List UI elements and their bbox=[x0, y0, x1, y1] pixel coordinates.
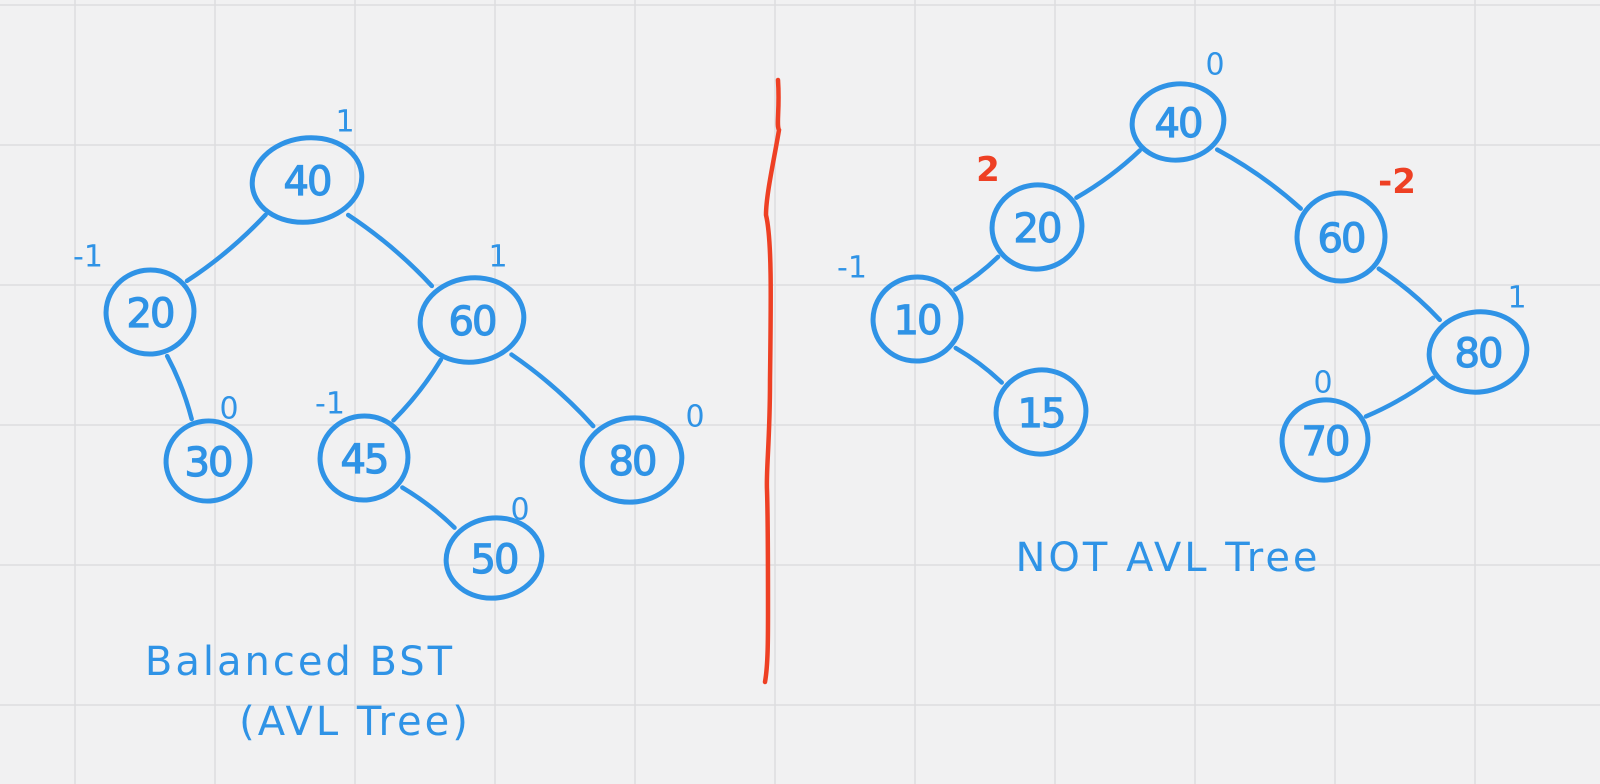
left-node-60-balance-factor: 1 bbox=[488, 240, 507, 275]
right-edge-m40-m20 bbox=[1074, 148, 1142, 200]
right-node-10: 10 -1 bbox=[837, 251, 964, 364]
right-node-20-circle bbox=[989, 182, 1085, 272]
left-node-60-label: 60 bbox=[449, 299, 496, 345]
right-node-60-label: 60 bbox=[1318, 216, 1365, 262]
left-node-80: 80 0 bbox=[579, 400, 705, 505]
right-node-60: 60 -2 bbox=[1294, 162, 1416, 284]
left-node-20: 20 -1 bbox=[73, 240, 197, 357]
left-node-80-circle bbox=[579, 415, 685, 505]
right-node-20-label: 20 bbox=[1014, 206, 1061, 252]
left-node-20-circle bbox=[103, 267, 197, 357]
right-node-80: 801 bbox=[1426, 281, 1530, 395]
left-node-50: 500 bbox=[443, 493, 545, 601]
left-edge-n40-n20 bbox=[184, 212, 268, 284]
right-node-10-circle bbox=[870, 274, 964, 364]
left-node-40-circle bbox=[249, 135, 365, 225]
left-node-30-circle bbox=[163, 418, 253, 504]
right-edge-m60-m80 bbox=[1376, 266, 1442, 323]
right-node-70-circle bbox=[1279, 397, 1371, 483]
right-node-40-balance-factor: 0 bbox=[1205, 48, 1224, 83]
right-node-40-label: 40 bbox=[1155, 101, 1202, 147]
right-node-15: 15 bbox=[993, 367, 1089, 457]
right-caption: NOT AVL Tree bbox=[1015, 535, 1320, 581]
right-node-20-balance-factor: 2 bbox=[976, 150, 1000, 190]
left-node-30: 300 bbox=[163, 392, 253, 504]
left-node-60: 60 1 bbox=[417, 240, 527, 365]
right-node-40: 400 bbox=[1129, 48, 1227, 163]
left-node-80-label: 80 bbox=[609, 439, 656, 485]
right-node-80-label: 80 bbox=[1455, 331, 1502, 377]
right-node-10-balance-factor: -1 bbox=[837, 251, 867, 286]
right-node-15-label: 15 bbox=[1018, 391, 1065, 437]
left-node-20-label: 20 bbox=[127, 291, 174, 337]
left-node-30-balance-factor: 0 bbox=[219, 392, 238, 427]
left-caption-line-2: (AVL Tree) bbox=[239, 699, 471, 745]
left-edge-n60-n45 bbox=[391, 357, 444, 423]
left-edge-n45-n50 bbox=[400, 485, 457, 530]
left-caption-line-1: Balanced BST bbox=[145, 639, 455, 685]
left-node-80-balance-factor: 0 bbox=[685, 400, 704, 435]
left-edge-n60-n80 bbox=[509, 352, 596, 429]
right-node-40-circle bbox=[1129, 81, 1227, 163]
left-tree-edges bbox=[164, 212, 596, 530]
left-node-45-balance-factor: -1 bbox=[315, 387, 345, 422]
left-node-40-label: 40 bbox=[284, 159, 331, 205]
left-edge-n20-n30 bbox=[164, 353, 194, 422]
right-edge-m80-m70 bbox=[1363, 375, 1436, 419]
right-node-80-circle bbox=[1426, 309, 1530, 395]
left-node-50-label: 50 bbox=[471, 537, 518, 583]
left-node-40: 401 bbox=[249, 105, 365, 225]
right-edge-m10-m15 bbox=[953, 345, 1004, 385]
left-node-45-label: 45 bbox=[341, 437, 388, 483]
right-node-10-label: 10 bbox=[894, 298, 941, 344]
right-node-70: 70 0 bbox=[1279, 366, 1371, 483]
left-node-50-balance-factor: 0 bbox=[510, 493, 529, 528]
left-node-60-circle bbox=[417, 275, 527, 365]
right-tree-edges bbox=[953, 147, 1442, 419]
left-node-45-circle bbox=[317, 413, 411, 503]
right-edge-m40-m60 bbox=[1214, 147, 1303, 211]
right-node-80-balance-factor: 1 bbox=[1507, 281, 1526, 316]
right-node-60-circle bbox=[1294, 190, 1388, 284]
left-node-20-balance-factor: -1 bbox=[73, 240, 103, 275]
left-node-40-balance-factor: 1 bbox=[335, 105, 354, 140]
right-node-70-label: 70 bbox=[1302, 419, 1349, 465]
left-node-30-label: 30 bbox=[185, 440, 232, 486]
right-node-20: 20 2 bbox=[976, 150, 1085, 272]
left-node-45: 45-1 bbox=[315, 387, 411, 503]
right-node-15-circle bbox=[993, 367, 1089, 457]
left-node-50-circle bbox=[443, 515, 545, 601]
right-edge-m20-m10 bbox=[953, 254, 1001, 292]
left-edge-n40-n60 bbox=[345, 212, 435, 289]
right-node-60-balance-factor: -2 bbox=[1378, 162, 1416, 202]
right-node-70-balance-factor: 0 bbox=[1313, 366, 1332, 401]
divider-line bbox=[762, 77, 782, 685]
